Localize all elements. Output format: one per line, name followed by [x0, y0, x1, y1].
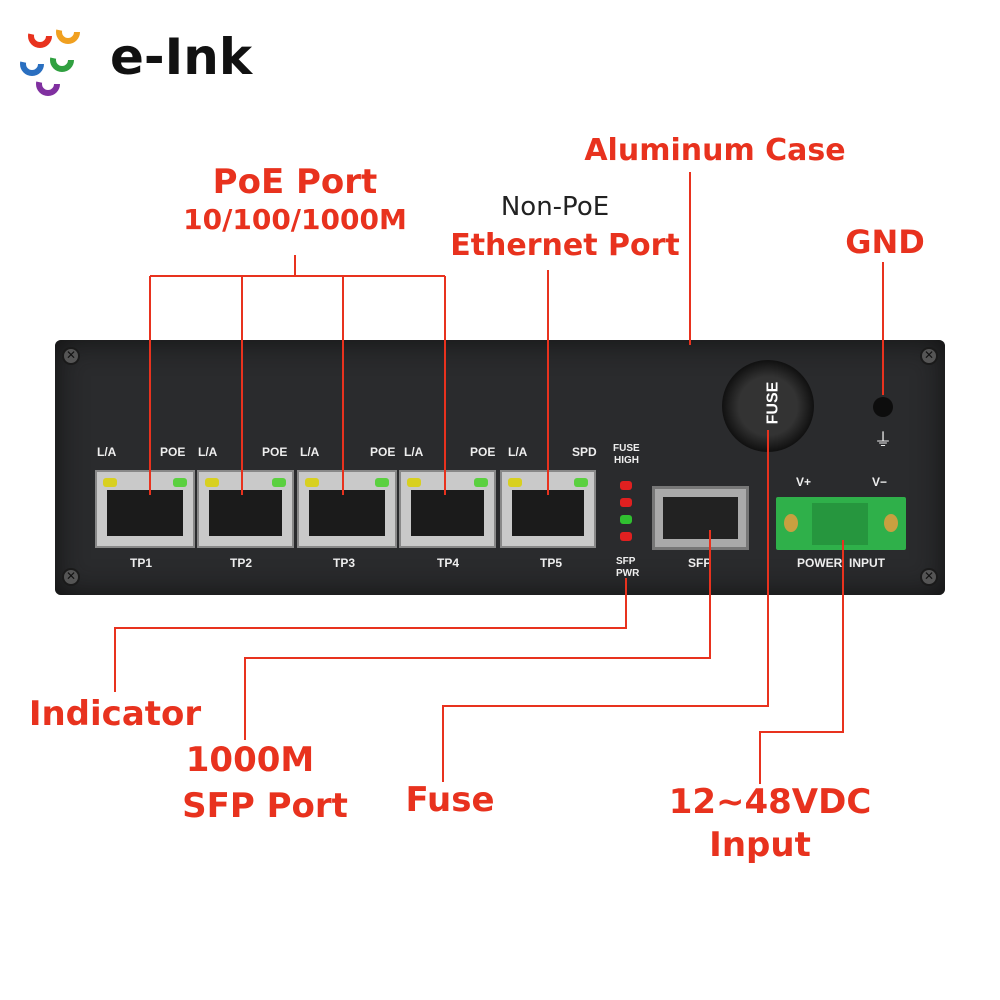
- gnd-label: GND: [845, 223, 925, 261]
- sfp-port-label: SFP: [688, 556, 712, 570]
- ground-screw-hole: [873, 397, 893, 417]
- v-plus-label: V+: [796, 475, 812, 489]
- ground-icon: ⏚: [874, 430, 892, 450]
- poe-speed-label: 10/100/1000M: [183, 203, 407, 236]
- poe-leader-line: [149, 255, 446, 495]
- port-top-label: SPD: [572, 445, 597, 459]
- port-top-label: L/A: [404, 445, 424, 459]
- input-label-2: Input: [709, 825, 811, 865]
- rj45-port-tp3[interactable]: [297, 470, 397, 548]
- port-label-tp1: TP1: [130, 556, 153, 570]
- high-led-label: HIGH: [614, 455, 639, 466]
- screw-icon: [62, 568, 80, 586]
- port-top-label: POE: [470, 445, 496, 459]
- port-label-tp3: TP3: [333, 556, 356, 570]
- rj45-port-tp1[interactable]: [95, 470, 195, 548]
- fuse-leader-line: [442, 430, 769, 782]
- indicator-label: Indicator: [28, 694, 202, 734]
- fuse-led-label: FUSE: [613, 443, 640, 454]
- sfp-port-label-2: SFP Port: [182, 786, 348, 826]
- sfp-port-label-1: 1000M: [185, 740, 315, 780]
- fuse-label: Fuse: [405, 780, 495, 820]
- screw-icon: [920, 347, 938, 365]
- input-label-1: 12~48VDC: [668, 782, 872, 822]
- logo: e-Ink: [18, 18, 278, 98]
- port-top-label: L/A: [97, 445, 117, 459]
- brand-name: e-Ink: [110, 28, 253, 86]
- port-top-label: POE: [160, 445, 186, 459]
- port-label-tp4: TP4: [437, 556, 460, 570]
- rj45-port-tp4[interactable]: [399, 470, 496, 548]
- power-terminal-block[interactable]: [776, 497, 906, 550]
- indicator-leader-line: [114, 578, 627, 692]
- port-top-label: L/A: [198, 445, 218, 459]
- sfp-leader-line: [244, 530, 711, 740]
- aluminum-case-label: Aluminum Case: [584, 133, 846, 168]
- pwr-led-label: PWR: [616, 568, 640, 579]
- port-label-tp2: TP2: [230, 556, 253, 570]
- input-leader-line: [759, 540, 844, 784]
- port-top-label: L/A: [300, 445, 320, 459]
- ethernet-port-label: Ethernet Port: [450, 228, 680, 263]
- port-top-label: POE: [370, 445, 396, 459]
- screw-icon: [62, 347, 80, 365]
- port-label-tp5: TP5: [540, 556, 563, 570]
- port-top-label: L/A: [508, 445, 528, 459]
- rj45-port-tp2[interactable]: [197, 470, 294, 548]
- power-input-label: POWER INPUT: [797, 556, 886, 570]
- pwr-led: [620, 532, 632, 541]
- poe-port-label: PoE Port: [212, 162, 378, 202]
- non-poe-label: Non-PoE: [500, 192, 610, 222]
- logo-mark-icon: [20, 20, 80, 96]
- sfp-led: [620, 515, 632, 524]
- sfp-cage[interactable]: [652, 486, 749, 550]
- high-led: [620, 498, 632, 507]
- port-top-label: POE: [262, 445, 288, 459]
- sfp-led-label: SFP: [616, 556, 636, 567]
- screw-icon: [920, 568, 938, 586]
- fuse-led: [620, 481, 632, 490]
- v-minus-label: V−: [872, 475, 888, 489]
